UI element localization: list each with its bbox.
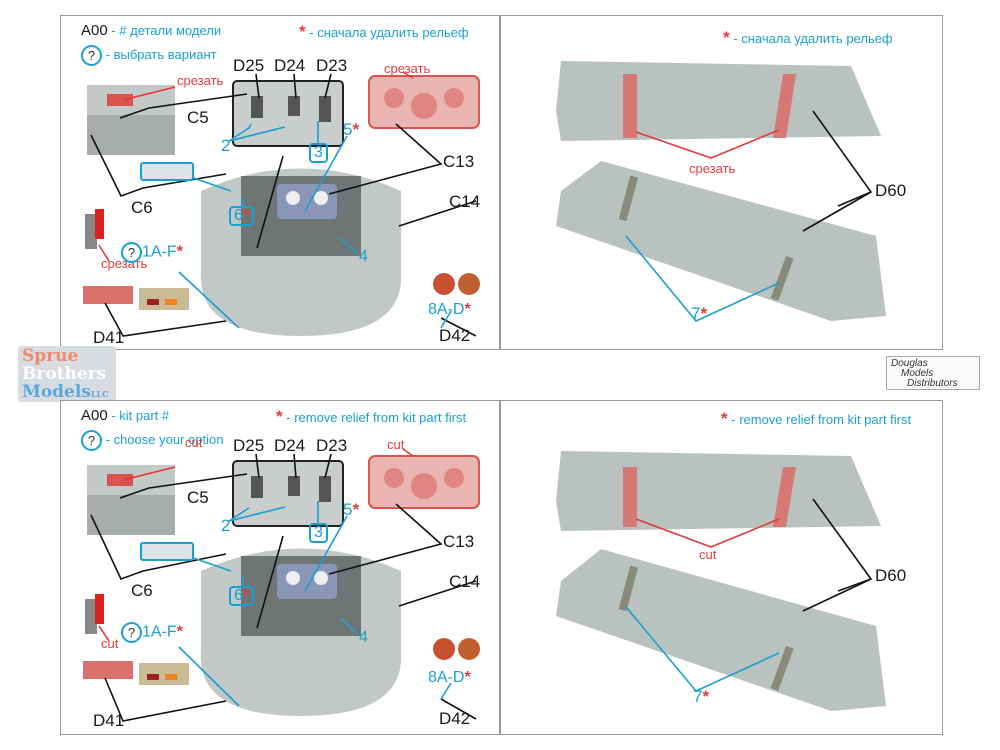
callout-5: 5* bbox=[343, 500, 360, 519]
label-d42: D42 bbox=[439, 326, 471, 345]
star-icon: * bbox=[299, 22, 306, 41]
legend-star-desc: - remove relief from kit part first bbox=[286, 410, 467, 425]
star-icon: * bbox=[276, 407, 283, 426]
callout-5: 5* bbox=[343, 120, 360, 139]
panel-ru-cockpit: A00 - # детали модели ? - выбрать вариан… bbox=[60, 15, 500, 350]
legend-star: * - remove relief from kit part first bbox=[276, 407, 466, 427]
callout-1a-f: ?1A-F* bbox=[121, 242, 183, 263]
cockpit-illustration bbox=[83, 448, 480, 722]
question-circle-icon: ? bbox=[121, 242, 142, 263]
legend-star-desc: - сначала удалить рельеф bbox=[733, 31, 893, 46]
cut-label: срезать bbox=[177, 73, 224, 88]
cut-label: срезать bbox=[384, 61, 431, 76]
bedroll-illustration bbox=[556, 61, 886, 322]
cockpit-illustration bbox=[83, 71, 480, 337]
cut-label: cut bbox=[101, 636, 119, 651]
callout-2: 2 bbox=[221, 136, 231, 155]
question-circle-icon: ? bbox=[81, 430, 102, 451]
panel-ru-bedroll: * - сначала удалить рельеф срезать D60 7… bbox=[500, 15, 943, 350]
legend-star: * - сначала удалить рельеф bbox=[299, 22, 469, 42]
callout-7: 7* bbox=[693, 687, 710, 706]
label-d23: D23 bbox=[316, 56, 348, 75]
legend-option: ? - выбрать вариант bbox=[81, 45, 217, 66]
label-c6: C6 bbox=[131, 581, 153, 600]
callout-4: 4 bbox=[359, 629, 368, 646]
legend-star: * - сначала удалить рельеф bbox=[723, 28, 893, 48]
legend-star-desc: - сначала удалить рельеф bbox=[309, 25, 469, 40]
bedroll-bottom-image bbox=[556, 161, 886, 321]
callout-6: 6* bbox=[229, 206, 255, 226]
legend-part: A00 - # детали модели bbox=[81, 22, 221, 39]
legend-option: ? - choose your option bbox=[81, 430, 223, 451]
label-c5: C5 bbox=[187, 488, 209, 507]
sprue-brothers-logo: Sprue Brothers ModelsLLC bbox=[18, 346, 116, 402]
label-d25: D25 bbox=[233, 436, 265, 455]
cut-label: cut bbox=[387, 437, 405, 452]
legend-part-code: A00 bbox=[81, 407, 108, 424]
star-icon: * bbox=[723, 28, 730, 47]
cut-label: cut bbox=[185, 435, 203, 450]
label-d24: D24 bbox=[274, 56, 306, 75]
legend-option-desc: - выбрать вариант bbox=[105, 46, 217, 62]
legend-option-desc: - choose your option bbox=[105, 431, 224, 447]
callout-1a-f: ?1A-F* bbox=[121, 622, 183, 643]
legend-part-desc: - # детали модели bbox=[111, 23, 222, 38]
callout-3: 3 bbox=[309, 143, 328, 163]
legend-star: * - remove relief from kit part first bbox=[721, 409, 911, 429]
label-d24: D24 bbox=[274, 436, 306, 455]
label-d60: D60 bbox=[875, 566, 907, 585]
callout-4: 4 bbox=[359, 248, 368, 265]
legend-part-desc: - kit part # bbox=[111, 408, 170, 423]
legend-star-desc: - remove relief from kit part first bbox=[731, 412, 912, 427]
legend-part-code: A00 bbox=[81, 22, 108, 39]
callout-3: 3 bbox=[309, 523, 328, 543]
legend-part: A00 - kit part # bbox=[81, 407, 169, 424]
callout-6: 6* bbox=[229, 586, 255, 606]
question-circle-icon: ? bbox=[121, 622, 142, 643]
label-d42: D42 bbox=[439, 709, 471, 728]
label-c5: C5 bbox=[187, 108, 209, 127]
bedroll-top-image bbox=[556, 61, 881, 141]
label-c14: C14 bbox=[449, 192, 481, 211]
callout-8a-d: 8A-D* bbox=[428, 669, 471, 686]
callout-2: 2 bbox=[221, 516, 231, 535]
label-d60: D60 bbox=[875, 181, 907, 200]
label-d25: D25 bbox=[233, 56, 265, 75]
cut-label: срезать bbox=[689, 161, 736, 176]
callout-7: 7* bbox=[691, 304, 708, 323]
star-icon: * bbox=[721, 409, 728, 428]
label-d41: D41 bbox=[93, 328, 125, 347]
douglas-models-logo: Douglas Models Distributors bbox=[886, 356, 980, 390]
label-c14: C14 bbox=[449, 572, 481, 591]
label-c13: C13 bbox=[443, 152, 475, 171]
label-d23: D23 bbox=[316, 436, 348, 455]
label-c13: C13 bbox=[443, 532, 475, 551]
panel-en-cockpit: A00 - kit part # ? - choose your option … bbox=[60, 400, 500, 735]
bedroll-illustration bbox=[556, 451, 886, 711]
label-d41: D41 bbox=[93, 711, 125, 730]
label-c6: C6 bbox=[131, 198, 153, 217]
callout-8a-d: 8A-D* bbox=[428, 301, 471, 318]
question-circle-icon: ? bbox=[81, 45, 102, 66]
panel-en-bedroll: * - remove relief from kit part first cu… bbox=[500, 400, 943, 735]
cut-label: cut bbox=[699, 547, 717, 562]
